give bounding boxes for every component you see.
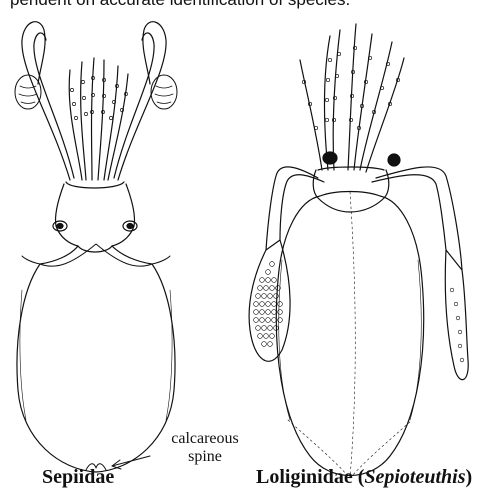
sepiidae-label: Sepiidae xyxy=(42,466,114,489)
annotation-line-1: calcareous xyxy=(150,430,260,448)
loliginidae-label-genus: Sepioteuthis xyxy=(364,466,465,488)
loliginidae-drawing xyxy=(249,24,468,478)
loliginidae-label: Loliginidae (Sepioteuthis) xyxy=(256,466,472,489)
loliginidae-label-suffix: ) xyxy=(466,466,473,488)
loliginidae-label-prefix: Loliginidae ( xyxy=(256,466,364,488)
spine-annotation: calcareous spine xyxy=(150,430,260,466)
sepiidae-drawing xyxy=(15,22,177,472)
annotation-line-2: spine xyxy=(150,448,260,466)
